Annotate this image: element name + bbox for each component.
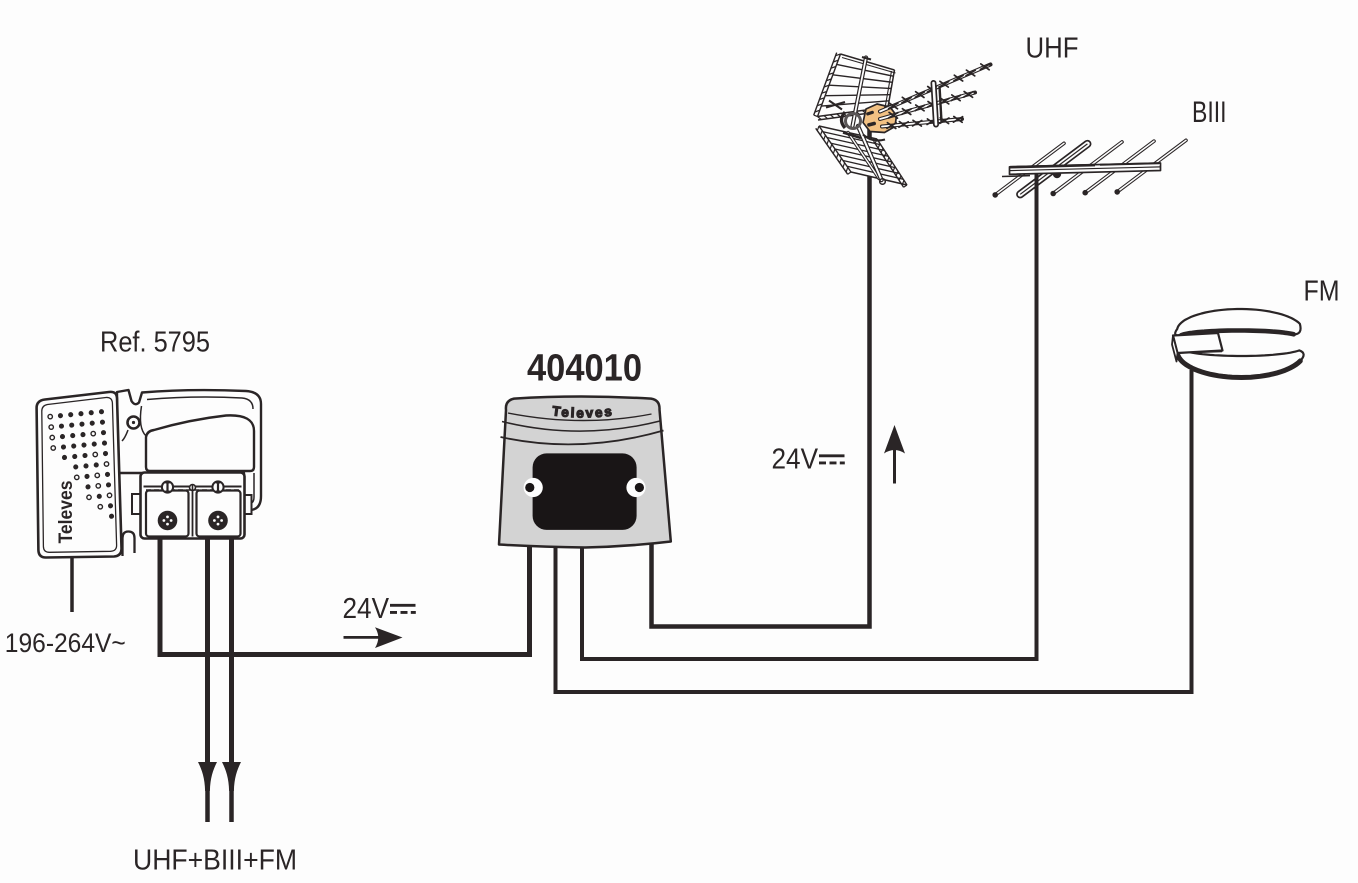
svg-text:404010: 404010 [527,348,642,390]
svg-text:Televes: Televes [551,403,614,420]
svg-text:BIII: BIII [1192,96,1227,129]
svg-text:FM: FM [1304,276,1340,308]
svg-text:24V: 24V [343,593,390,625]
svg-text:24V: 24V [772,444,819,476]
svg-text:UHF+BIII+FM: UHF+BIII+FM [133,845,297,877]
svg-text:Ref. 5795: Ref. 5795 [100,327,210,359]
svg-text:Televes: Televes [56,481,77,544]
svg-text:196-264V~: 196-264V~ [5,628,126,658]
svg-text:UHF: UHF [1026,33,1079,65]
